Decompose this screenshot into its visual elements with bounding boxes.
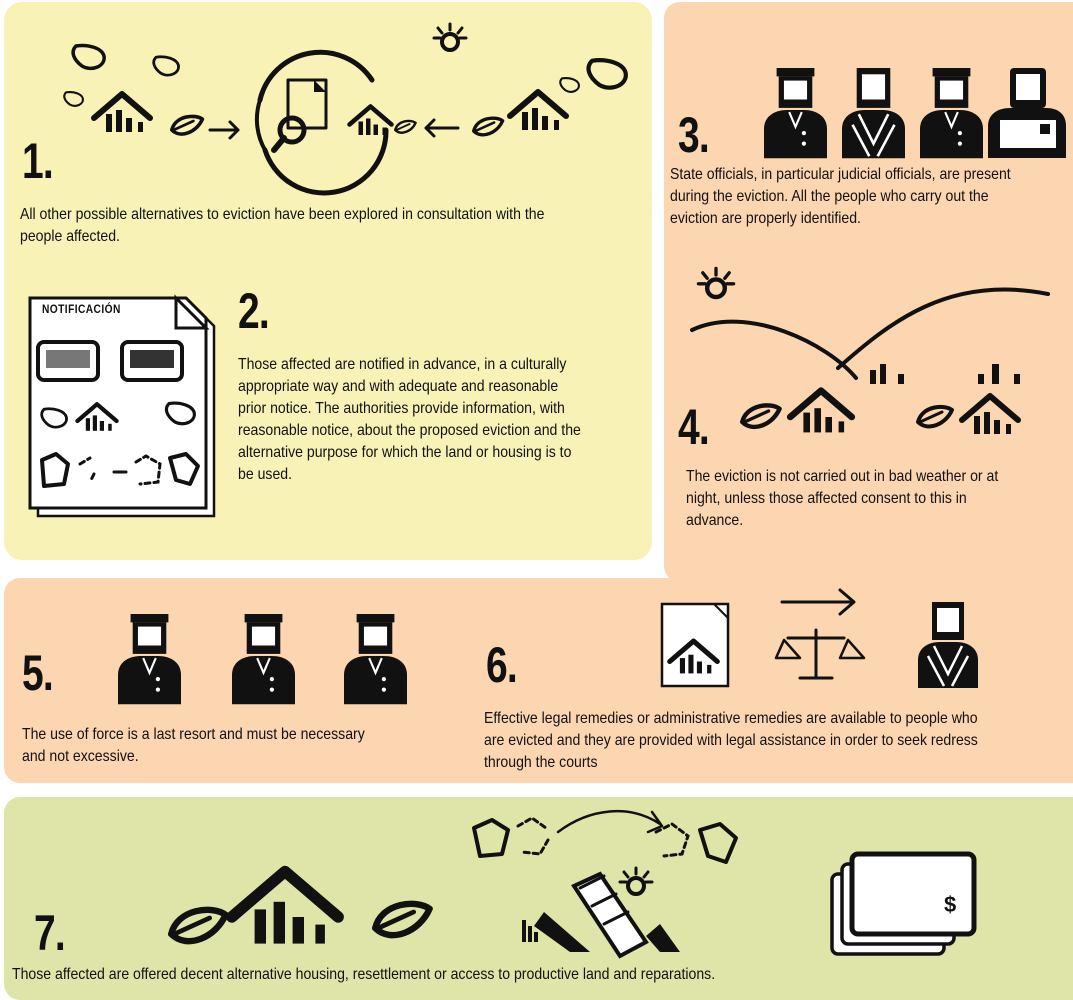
house-icon bbox=[510, 92, 566, 130]
step-6-text: Effective legal remedies or administrati… bbox=[484, 710, 978, 771]
house-icon bbox=[350, 107, 392, 136]
notification-document-icon bbox=[28, 294, 216, 518]
notification-document-title: NOTIFICACIÓN bbox=[42, 302, 121, 316]
arrow-icon bbox=[208, 120, 240, 140]
house-document-icon bbox=[660, 602, 730, 688]
identified-official-icon bbox=[988, 68, 1066, 158]
step-3-number: 3. bbox=[678, 107, 710, 163]
leaf-icon bbox=[742, 405, 779, 427]
arrow-icon bbox=[780, 588, 856, 616]
step-4-number: 4. bbox=[678, 399, 710, 455]
house-icon bbox=[232, 871, 338, 943]
robed-official-icon bbox=[916, 600, 980, 690]
consultation-circle bbox=[254, 49, 389, 196]
leaf-icon bbox=[916, 404, 954, 429]
official-icon bbox=[342, 612, 409, 706]
resettlement-illustration bbox=[160, 809, 977, 959]
force-officials-illustration bbox=[116, 612, 409, 706]
step-6-number: 6. bbox=[486, 637, 518, 693]
step-1-text: All other possible alternatives to evict… bbox=[20, 206, 545, 245]
sun-icon bbox=[698, 268, 733, 297]
land-parcel-icon bbox=[472, 809, 738, 864]
leaf-icon bbox=[394, 119, 417, 134]
step-7-text: Those affected are offered decent altern… bbox=[12, 966, 716, 983]
robed-official-icon bbox=[840, 66, 907, 160]
raindrop-icon bbox=[559, 77, 580, 93]
raindrop-icon bbox=[63, 91, 84, 107]
alternatives-illustration bbox=[63, 22, 650, 196]
shovel-icon bbox=[522, 871, 680, 959]
scales-icon bbox=[774, 628, 866, 680]
leaf-icon bbox=[171, 910, 225, 941]
sun-icon bbox=[432, 22, 468, 52]
house-icon bbox=[790, 391, 852, 433]
step-7-number: 7. bbox=[34, 905, 66, 961]
legal-remedies-illustration bbox=[660, 588, 980, 690]
night-weather-illustration bbox=[690, 264, 1050, 454]
step-3-text: State officials, in particular judicial … bbox=[670, 166, 1011, 227]
official-icon bbox=[116, 612, 183, 706]
officials-illustration bbox=[762, 66, 1066, 160]
magnifier-document-icon bbox=[271, 78, 328, 153]
leaf-icon bbox=[170, 114, 205, 136]
arrow-icon bbox=[424, 118, 460, 138]
step-2-number: 2. bbox=[238, 283, 270, 339]
step-5-6-panel bbox=[4, 578, 1073, 783]
step-1-number: 1. bbox=[22, 133, 54, 189]
official-icon bbox=[762, 66, 829, 160]
house-icon bbox=[962, 396, 1018, 434]
step-2-text: Those affected are notified in advance, … bbox=[238, 356, 581, 483]
sun-icon bbox=[618, 866, 654, 896]
leaf-icon bbox=[375, 904, 429, 935]
raindrop-icon bbox=[152, 55, 180, 77]
raindrop-icon bbox=[71, 43, 106, 71]
official-icon bbox=[230, 612, 297, 706]
raindrop-icon bbox=[589, 60, 626, 87]
step-5-text: The use of force is a last resort and mu… bbox=[22, 726, 365, 765]
step-4-text: The eviction is not carried out in bad w… bbox=[686, 468, 999, 529]
step-5-number: 5. bbox=[22, 645, 54, 701]
money-icon bbox=[830, 851, 977, 956]
leaf-icon bbox=[472, 116, 505, 137]
house-icon bbox=[94, 94, 150, 132]
official-icon bbox=[918, 66, 985, 160]
money-symbol: $ bbox=[944, 892, 957, 917]
hills-icon bbox=[690, 287, 1050, 380]
